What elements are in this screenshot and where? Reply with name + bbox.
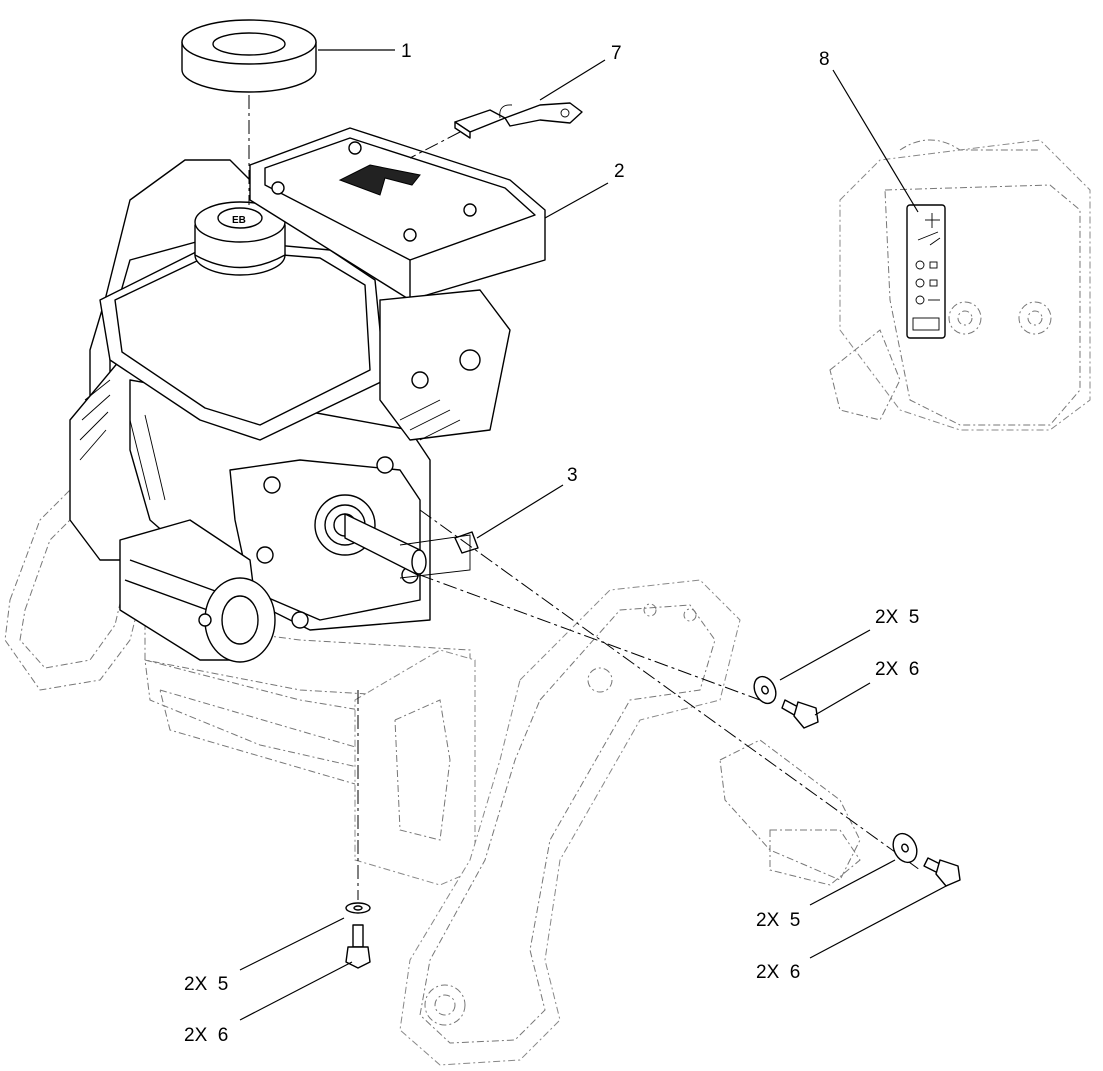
washer-right-top [753, 675, 777, 705]
bolt-right-top [781, 699, 819, 729]
callout-5-left: 2X 5 [184, 974, 228, 995]
decal-inset-view [829, 139, 1091, 431]
callout-2: 2 [614, 161, 625, 182]
callout-5-right-top: 2X 5 [875, 607, 919, 628]
svg-text:EB: EB [232, 215, 246, 226]
washer-left [345, 902, 371, 914]
key-centerline [409, 131, 461, 159]
leader-lines [239, 49, 949, 1021]
callout-6-left: 2X 6 [184, 1025, 228, 1046]
shaft-centerline-1 [419, 509, 921, 871]
washer-right-bottom [892, 832, 918, 864]
callout-8: 8 [819, 49, 830, 70]
decal-symbols [912, 213, 941, 331]
callout-6-right-bottom: 2X 6 [756, 962, 800, 983]
callout-7: 7 [611, 43, 622, 64]
foam-ring-part [181, 19, 317, 93]
callout-5-right-bottom: 2X 5 [756, 910, 800, 931]
bolt-right-bottom [923, 857, 961, 887]
callout-6-right-top: 2X 6 [875, 659, 919, 680]
callout-labels: 1 7 2 3 8 2X 5 2X 6 2X 5 2X 6 2X 5 2X 6 [184, 41, 919, 1046]
chassis-frame-phantom [4, 469, 861, 1066]
shaft-key-part [399, 531, 479, 579]
engine-assembly: EB [69, 127, 546, 663]
key-part [454, 102, 583, 139]
shaft-centerline-2 [419, 574, 761, 701]
callout-1: 1 [401, 41, 412, 62]
bolt-left [345, 924, 371, 969]
callout-3: 3 [567, 465, 578, 486]
